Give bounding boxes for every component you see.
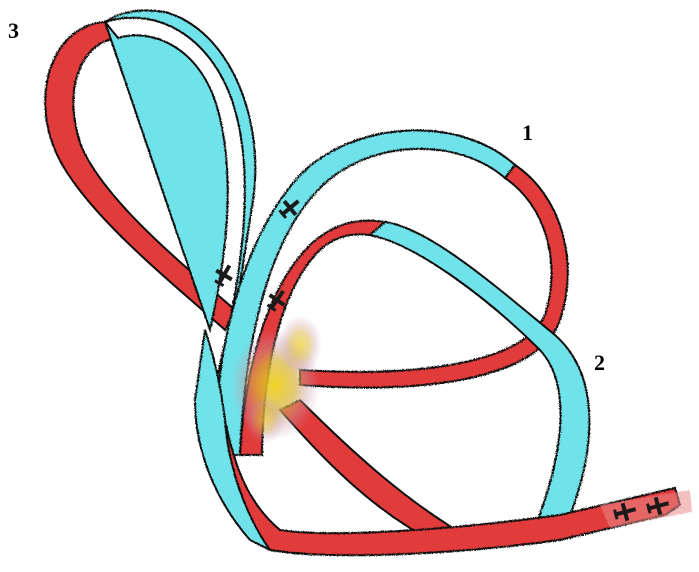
bottom-ribbon-red [205, 420, 680, 555]
loop-1-red-face [300, 165, 568, 387]
label-loop-2: 2 [594, 350, 605, 375]
label-loop-1: 1 [522, 120, 533, 145]
loop-2-red-diagonal [280, 400, 478, 545]
label-loop-3: 3 [8, 18, 19, 43]
